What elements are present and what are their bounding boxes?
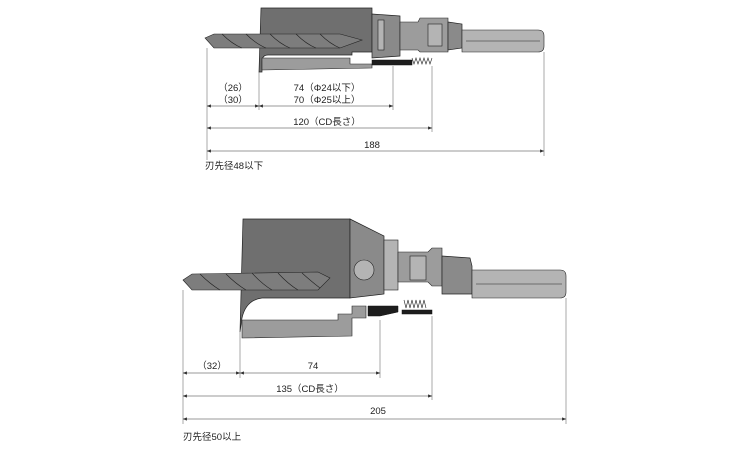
top-dim-74: 74（Φ24以下） bbox=[294, 82, 361, 94]
top-body-bottom bbox=[261, 57, 373, 71]
top-dim-188: 188 bbox=[364, 140, 380, 151]
bottom-tool-drawing bbox=[182, 218, 567, 339]
top-spring bbox=[371, 57, 433, 66]
top-adapter-nut bbox=[447, 21, 463, 51]
top-hub-band bbox=[377, 19, 385, 51]
bottom-body-bottom bbox=[241, 305, 367, 339]
top-dim-70: 70（Φ25以上） bbox=[294, 94, 361, 106]
bottom-hub-screw bbox=[353, 259, 375, 281]
bottom-spring bbox=[367, 299, 433, 317]
top-dimension-lines: （26） （30） 74（Φ24以下） 70（Φ25以上） 120（CD長さ） … bbox=[206, 48, 545, 160]
bottom-hub bbox=[349, 218, 385, 299]
bottom-dim-205: 205 bbox=[370, 406, 386, 417]
bottom-center-drill bbox=[182, 271, 331, 291]
bottom-dim-135: 135（CD長さ） bbox=[276, 383, 344, 395]
top-dim-26: （26） bbox=[218, 82, 248, 94]
top-tool-drawing bbox=[204, 7, 545, 73]
bottom-hub-band bbox=[383, 239, 399, 291]
top-center-drill bbox=[204, 33, 363, 49]
top-adapter-ring bbox=[427, 23, 443, 47]
bottom-adapter-nut bbox=[441, 255, 473, 295]
top-caption: 刃先径48以下 bbox=[205, 160, 263, 172]
bottom-dimension-lines: （32） 74 135（CD長さ） 205 bbox=[182, 290, 567, 424]
top-dim-120: 120（CD長さ） bbox=[293, 116, 361, 128]
bottom-dim-74: 74 bbox=[308, 361, 319, 372]
bottom-dim-32: （32） bbox=[197, 360, 227, 372]
bottom-caption: 刃先径50以上 bbox=[183, 431, 242, 443]
top-dim-30: （30） bbox=[218, 94, 248, 106]
bottom-adapter-ring bbox=[409, 255, 427, 281]
top-hub bbox=[371, 13, 401, 59]
